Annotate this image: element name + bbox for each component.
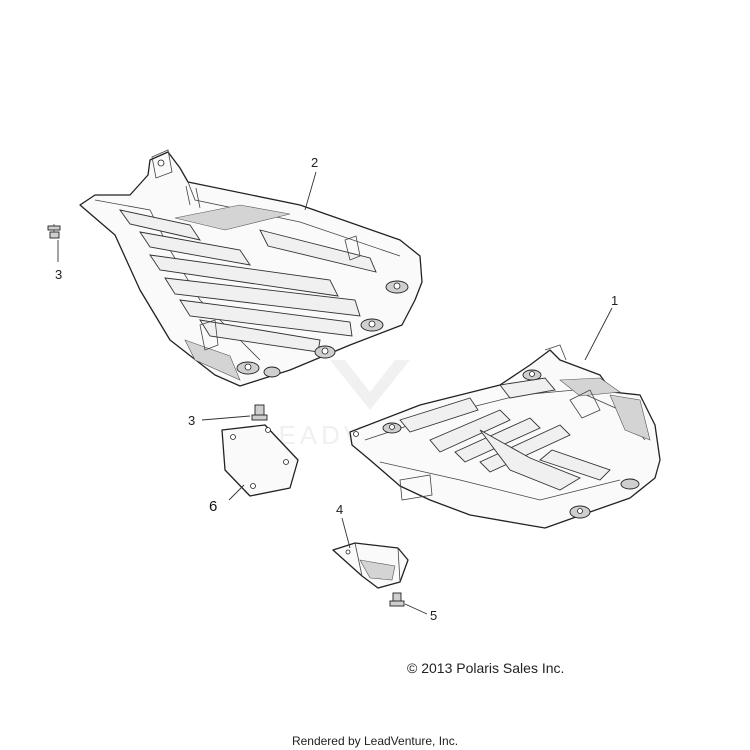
front-plate-ribs (399, 377, 611, 491)
callout-part-4: 4 (336, 502, 343, 517)
fastener-3-upper[interactable] (47, 224, 61, 239)
leader-part-6 (228, 484, 245, 501)
leader-part-3-lower (201, 415, 251, 421)
mount-hole (244, 363, 252, 371)
rendered-by-footer: Rendered by LeadVenture, Inc. (291, 734, 459, 748)
callout-part-1: 1 (611, 293, 618, 308)
leader-part-5 (404, 603, 428, 615)
mount-hole (393, 282, 401, 290)
cover-plate[interactable] (221, 424, 299, 497)
callout-part-5: 5 (430, 608, 437, 623)
callout-part-2: 2 (311, 155, 318, 170)
leader-part-4 (341, 517, 351, 549)
guard-bracket[interactable] (332, 542, 409, 589)
callout-part-6: 6 (209, 498, 217, 515)
callout-part-3-upper: 3 (55, 267, 62, 282)
copyright-text: © 2013 Polaris Sales Inc. (407, 660, 565, 676)
skid-plate-front[interactable] (349, 344, 661, 529)
skid-plate-rear[interactable] (79, 149, 423, 387)
fastener-3-lower[interactable] (251, 404, 268, 421)
leader-part-2 (304, 171, 317, 211)
mount-hole (368, 320, 376, 328)
mount-boss (263, 366, 281, 378)
mount-hole (321, 347, 329, 355)
leader-part-1 (584, 307, 613, 361)
fastener-5[interactable] (389, 592, 405, 607)
callout-part-3-lower: 3 (188, 413, 195, 428)
rear-plate-ribs (118, 209, 377, 353)
